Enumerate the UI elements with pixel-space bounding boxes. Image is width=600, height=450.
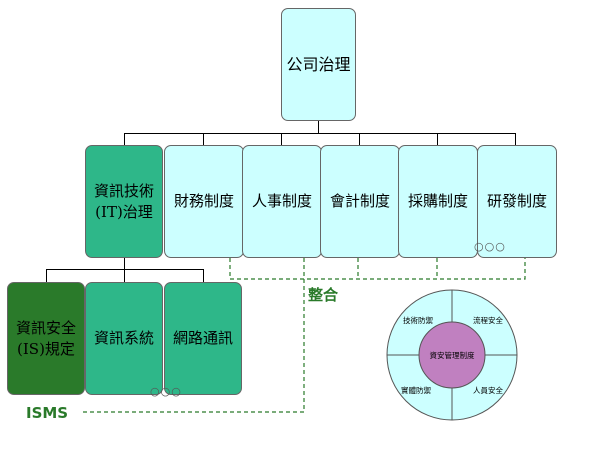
corporate-governance-label: 公司治理 [286, 54, 351, 74]
root-stem [318, 121, 319, 133]
isms-circle-diagram: 資安管理制度 技術防禦 流程安全 實體防禦 人員安全 [386, 289, 518, 421]
isms-label: ISMS [26, 404, 69, 422]
hr-label: 人事制度 [251, 192, 312, 211]
it-stem [124, 258, 125, 269]
more-departments-dots: ○○○ [474, 240, 506, 253]
more-it-items-dots: ○○○ [150, 385, 182, 398]
stem-finance [203, 133, 204, 145]
stem-hr [281, 133, 282, 145]
stem-it [124, 133, 125, 145]
it-governance-label: 資訊技術 (IT)治理 [93, 182, 154, 221]
stem-network [203, 269, 204, 282]
rd-box: 研發制度 [477, 145, 557, 258]
quadrant-process-label: 流程安全 [473, 315, 503, 325]
quadrant-tech-label: 技術防禦 [403, 315, 433, 325]
network-communications-label: 網路通訊 [172, 329, 233, 348]
stem-procurement [437, 133, 438, 145]
information-systems-box: 資訊系統 [85, 282, 163, 395]
network-communications-box: 網路通訊 [164, 282, 242, 395]
stem-rd [515, 133, 516, 145]
center-label: 資安管理制度 [430, 350, 475, 360]
top-horizontal-line [124, 133, 515, 134]
stem-is [46, 269, 47, 282]
information-security-label: 資訊安全 (IS)規定 [15, 319, 76, 358]
procurement-label: 採購制度 [407, 192, 468, 211]
stem-is-systems [124, 269, 125, 282]
information-security-box: 資訊安全 (IS)規定 [7, 282, 85, 395]
integration-label: 整合 [308, 286, 339, 304]
finance-label: 財務制度 [173, 192, 234, 211]
accounting-box: 會計制度 [320, 145, 400, 258]
information-systems-label: 資訊系統 [93, 329, 154, 348]
hr-box: 人事制度 [242, 145, 322, 258]
accounting-label: 會計制度 [329, 192, 390, 211]
corporate-governance-box: 公司治理 [281, 8, 356, 121]
procurement-box: 採購制度 [398, 145, 478, 258]
stem-accounting [359, 133, 360, 145]
rd-label: 研發制度 [486, 192, 547, 211]
it-governance-box: 資訊技術 (IT)治理 [85, 145, 163, 258]
quadrant-personnel-label: 人員安全 [473, 385, 503, 395]
quadrant-physical-label: 實體防禦 [401, 385, 431, 395]
finance-box: 財務制度 [164, 145, 244, 258]
center-circle [418, 321, 486, 389]
